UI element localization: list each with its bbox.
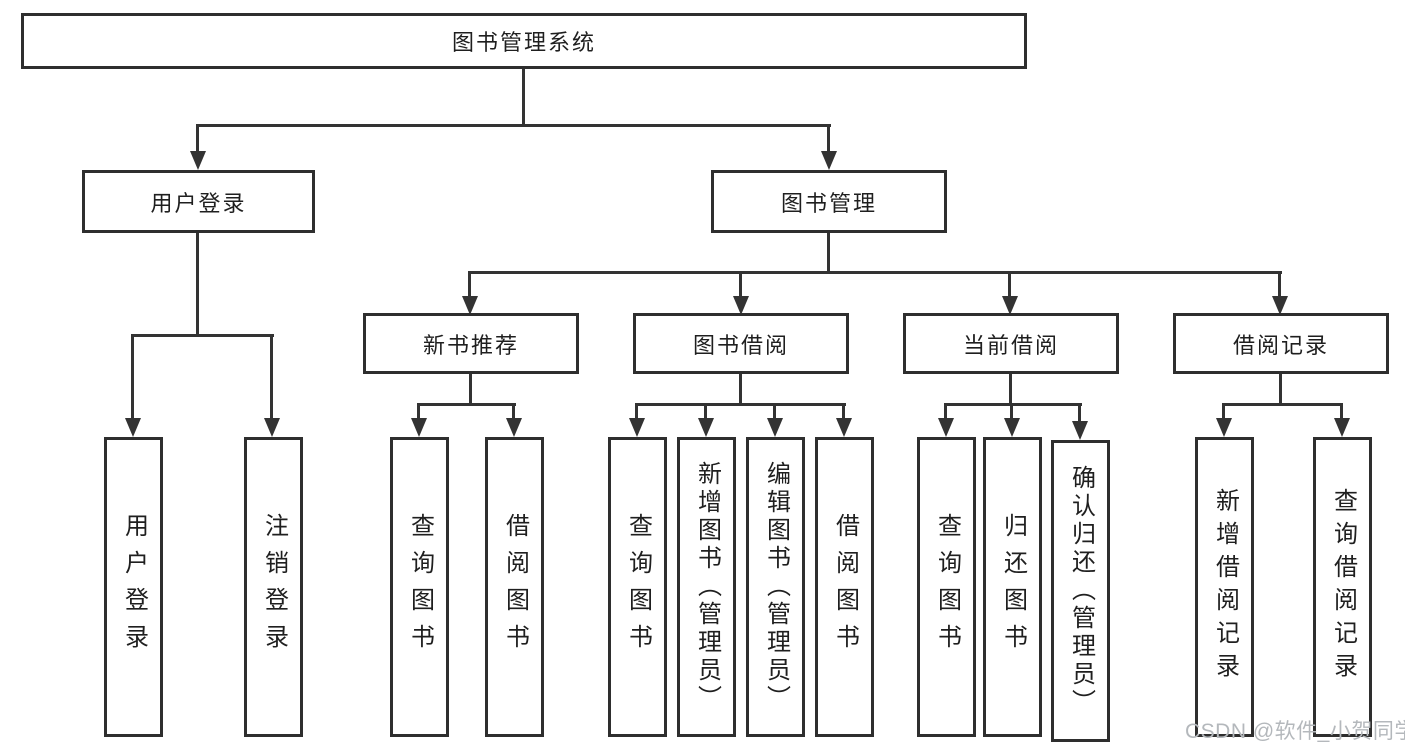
arrow-head-icon: [462, 296, 478, 315]
leaf-borrow-books: 借阅图书: [815, 437, 874, 737]
arrow-stem: [1340, 403, 1343, 421]
arrow-head-icon: [411, 418, 427, 437]
arrow-stem: [468, 271, 471, 299]
arrow-down-leaf-logout: [264, 334, 280, 437]
arrow-head-icon: [821, 151, 837, 170]
arrow-down-query-books-3: [938, 403, 954, 437]
arrow-stem: [417, 403, 420, 421]
arrow-down-edit-books: [767, 403, 783, 437]
arrow-head-icon: [938, 418, 954, 437]
connector-records-stem: [1279, 372, 1282, 406]
arrow-down-borrow-books-2: [836, 403, 852, 437]
connector-borrow-stem: [739, 372, 742, 406]
arrow-stem: [827, 124, 830, 154]
arrow-stem: [1078, 403, 1081, 424]
arrow-head-icon: [1002, 296, 1018, 315]
arrow-stem: [1010, 403, 1013, 421]
arrow-down-add-books: [698, 403, 714, 437]
arrow-down-return-books: [1004, 403, 1020, 437]
arrow-down-current-borrow: [1002, 271, 1018, 315]
connector-records-rail: [1223, 403, 1343, 406]
leaf-confirm-return-admin: 确认归还（管理员）: [1051, 440, 1110, 742]
arrow-stem: [512, 403, 515, 421]
arrow-down-borrow-books-1: [506, 403, 522, 437]
arrow-stem: [1008, 271, 1011, 299]
leaf-query-books-recommend: 查询图书: [390, 437, 449, 737]
arrow-stem: [842, 403, 845, 421]
node-current-borrow: 当前借阅: [903, 313, 1119, 374]
arrow-head-icon: [698, 418, 714, 437]
arrow-down-new-book-recommend: [462, 271, 478, 315]
leaf-query-books-borrow: 查询图书: [608, 437, 667, 737]
arrow-down-query-books-2: [629, 403, 645, 437]
csdn-watermark: CSDN @软件_小贺同学: [1185, 720, 1405, 743]
arrow-stem: [1222, 403, 1225, 421]
connector-user-login-rail: [132, 334, 274, 337]
arrow-stem: [270, 334, 273, 421]
arrow-head-icon: [767, 418, 783, 437]
leaf-query-books-current: 查询图书: [917, 437, 976, 737]
node-user-login: 用户登录: [82, 170, 315, 233]
arrow-head-icon: [1072, 421, 1088, 440]
leaf-return-books: 归还图书: [983, 437, 1042, 737]
arrow-down-book-management: [821, 124, 837, 170]
arrow-stem: [944, 403, 947, 421]
arrow-down-confirm-return: [1072, 403, 1088, 440]
arrow-head-icon: [1216, 418, 1232, 437]
connector-book-mgmt-rail: [469, 271, 1282, 274]
leaf-add-borrow-record: 新增借阅记录: [1195, 437, 1254, 737]
arrow-stem: [196, 124, 199, 154]
leaf-add-books-admin: 新增图书（管理员）: [677, 437, 736, 737]
arrow-head-icon: [836, 418, 852, 437]
arrow-head-icon: [190, 151, 206, 170]
arrow-head-icon: [1272, 296, 1288, 315]
node-book-borrow: 图书借阅: [633, 313, 849, 374]
arrow-down-leaf-user-login: [125, 334, 141, 437]
leaf-borrow-books-recommend: 借阅图书: [485, 437, 544, 737]
arrow-stem: [1278, 271, 1281, 299]
arrow-head-icon: [1334, 418, 1350, 437]
connector-recommend-rail: [418, 403, 516, 406]
node-borrow-records: 借阅记录: [1173, 313, 1389, 374]
connector-current-rail: [945, 403, 1082, 406]
arrow-down-borrow-records: [1272, 271, 1288, 315]
connector-current-stem: [1009, 372, 1012, 406]
arrow-stem: [704, 403, 707, 421]
arrow-down-query-books-1: [411, 403, 427, 437]
arrow-head-icon: [506, 418, 522, 437]
arrow-head-icon: [264, 418, 280, 437]
arrow-down-query-record: [1334, 403, 1350, 437]
arrow-stem: [773, 403, 776, 421]
leaf-edit-books-admin: 编辑图书（管理员）: [746, 437, 805, 737]
arrow-down-add-record: [1216, 403, 1232, 437]
arrow-down-book-borrow: [733, 271, 749, 315]
node-new-book-recommend: 新书推荐: [363, 313, 579, 374]
node-root: 图书管理系统: [21, 13, 1027, 69]
connector-root-stem: [522, 67, 525, 127]
connector-recommend-stem: [469, 372, 472, 406]
arrow-stem: [635, 403, 638, 421]
connector-book-mgmt-stem: [827, 231, 830, 274]
connector-borrow-rail: [636, 403, 846, 406]
arrow-head-icon: [629, 418, 645, 437]
connector-root-rail: [197, 124, 831, 127]
leaf-query-borrow-record: 查询借阅记录: [1313, 437, 1372, 737]
leaf-user-login: 用户登录: [104, 437, 163, 737]
arrow-stem: [131, 334, 134, 421]
arrow-head-icon: [733, 296, 749, 315]
arrow-stem: [739, 271, 742, 299]
connector-user-login-stem: [196, 231, 199, 336]
arrow-head-icon: [125, 418, 141, 437]
arrow-down-user-login: [190, 124, 206, 170]
leaf-logout-login: 注销登录: [244, 437, 303, 737]
arrow-head-icon: [1004, 418, 1020, 437]
node-book-management: 图书管理: [711, 170, 947, 233]
